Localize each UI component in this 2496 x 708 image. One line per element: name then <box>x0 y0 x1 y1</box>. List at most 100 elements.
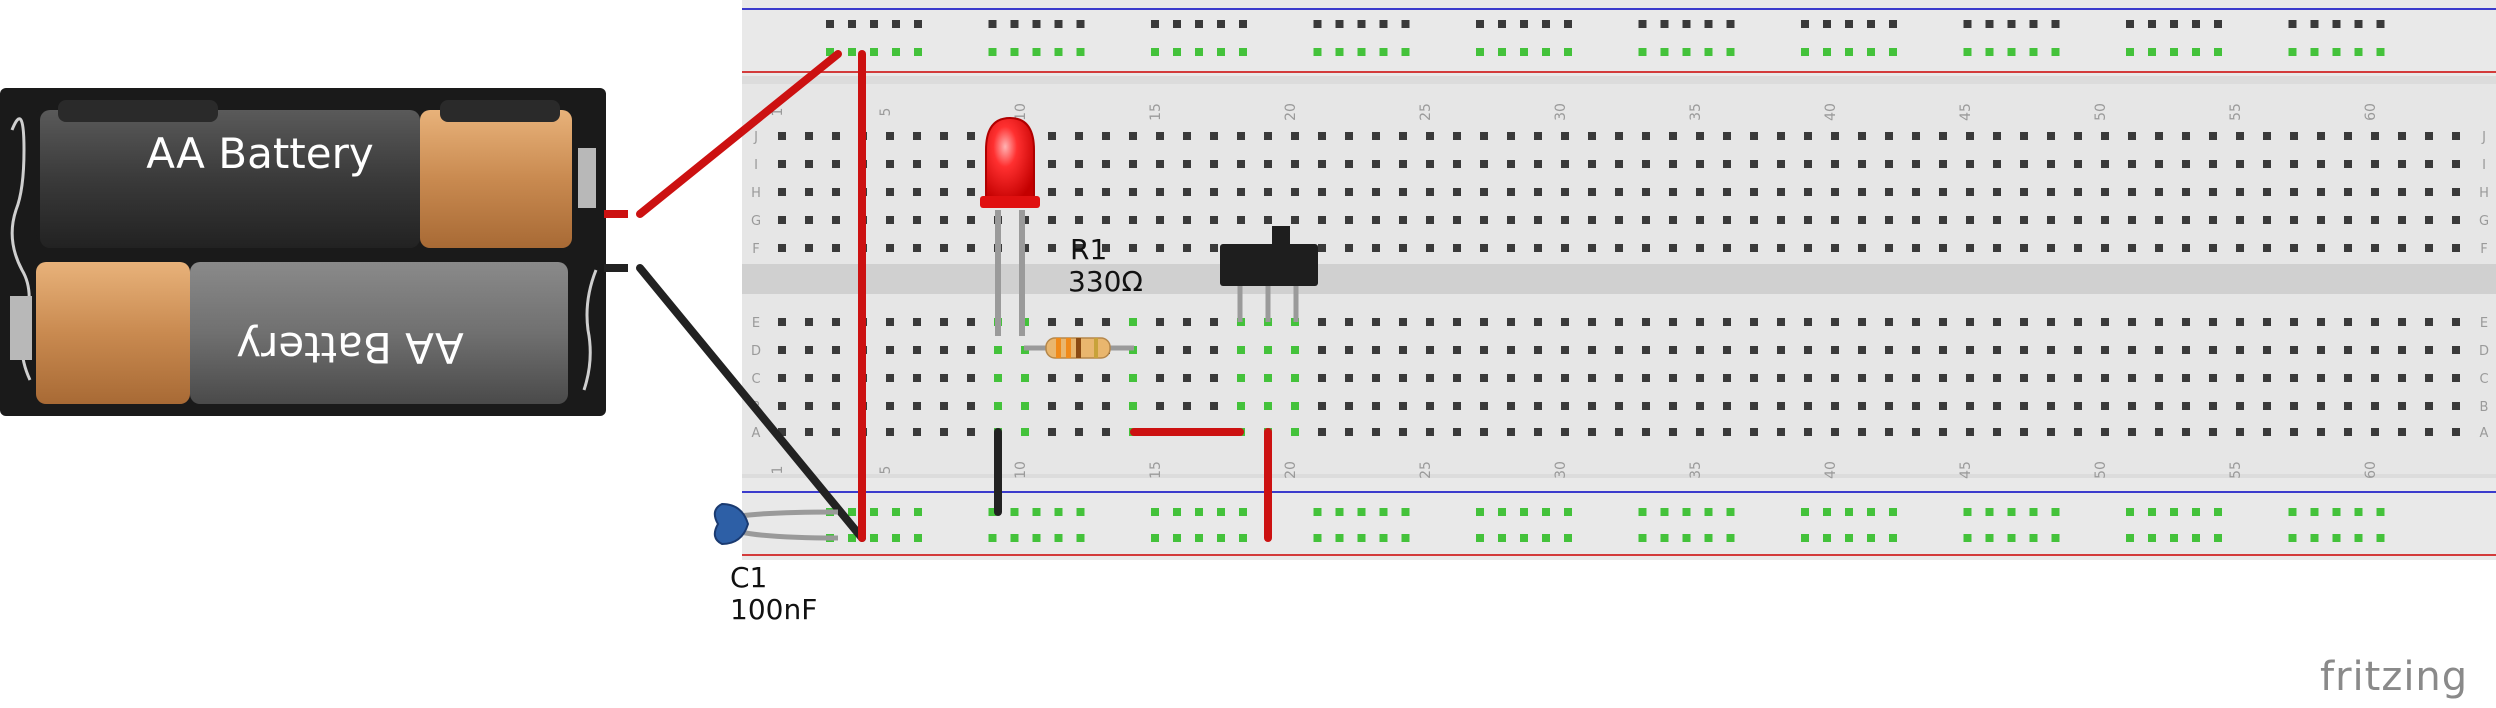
resistor <box>1024 337 1134 359</box>
breadboard-hole <box>1102 132 1110 140</box>
breadboard-hole <box>2101 188 2109 196</box>
rail-hole <box>1217 508 1225 516</box>
breadboard-hole <box>2290 216 2298 224</box>
rail-hole <box>1660 534 1669 542</box>
breadboard-hole <box>1696 428 1704 436</box>
breadboard-hole <box>2209 244 2217 252</box>
breadboard-hole <box>1669 160 1677 168</box>
rail-hole <box>892 20 900 28</box>
breadboard-hole <box>1048 160 1056 168</box>
rail-hole <box>1335 20 1344 28</box>
breadboard-hole <box>2209 216 2217 224</box>
breadboard-hole <box>1858 402 1866 410</box>
breadboard-hole <box>1480 216 1488 224</box>
breadboard-hole <box>2425 132 2433 140</box>
rail-hole <box>2170 508 2178 516</box>
breadboard-hole <box>1966 244 1974 252</box>
breadboard-hole <box>2263 346 2271 354</box>
rail-hole <box>892 534 900 542</box>
column-number-label: 45 <box>1958 461 1974 479</box>
breadboard-hole <box>2047 244 2055 252</box>
breadboard-hole <box>1912 244 1920 252</box>
breadboard-hole <box>1858 374 1866 382</box>
rail-hole <box>1239 20 1247 28</box>
breadboard-hole <box>2020 346 2028 354</box>
breadboard-hole <box>1534 318 1542 326</box>
breadboard-hole <box>805 244 813 252</box>
rail-hole <box>870 508 878 516</box>
breadboard-hole <box>2209 402 2217 410</box>
column-number-label: 55 <box>2228 103 2244 121</box>
breadboard-hole <box>2452 160 2460 168</box>
breadboard-hole <box>805 160 813 168</box>
breadboard-hole <box>2398 188 2406 196</box>
breadboard-hole <box>2344 132 2352 140</box>
rail-hole <box>1195 20 1203 28</box>
rail-hole <box>848 48 856 56</box>
breadboard-hole <box>1102 402 1110 410</box>
rail-hole <box>1239 48 1247 56</box>
breadboard-hole <box>1048 188 1056 196</box>
breadboard-hole <box>1345 188 1353 196</box>
rail-hole <box>2332 508 2341 516</box>
column-number-label: 30 <box>1553 103 1569 121</box>
breadboard-hole <box>2047 374 2055 382</box>
capacitor-value-label: 100nF <box>730 593 818 626</box>
rail-hole <box>914 508 922 516</box>
breadboard-hole <box>2290 374 2298 382</box>
breadboard-hole <box>1156 160 1164 168</box>
breadboard-hole <box>1075 318 1083 326</box>
rail-hole <box>1564 534 1572 542</box>
breadboard-hole <box>1318 244 1326 252</box>
breadboard-hole <box>2263 244 2271 252</box>
breadboard-hole <box>778 346 786 354</box>
breadboard-hole <box>1939 216 1947 224</box>
breadboard-hole <box>832 160 840 168</box>
row-letter-label: D <box>751 344 761 359</box>
breadboard-hole <box>1831 132 1839 140</box>
breadboard-hole <box>1885 244 1893 252</box>
breadboard-hole <box>2371 188 2379 196</box>
rail-hole <box>1823 534 1831 542</box>
breadboard-hole <box>1750 244 1758 252</box>
column-number-label: 1 <box>770 466 786 475</box>
breadboard-hole <box>1102 188 1110 196</box>
rail-hole <box>1726 508 1735 516</box>
breadboard-hole <box>1993 132 2001 140</box>
rail-hole <box>2376 20 2385 28</box>
breadboard-hole <box>1453 244 1461 252</box>
breadboard-hole <box>2236 188 2244 196</box>
breadboard-hole <box>1129 318 1137 326</box>
rail-hole <box>1726 20 1735 28</box>
breadboard-hole <box>940 216 948 224</box>
breadboard-hole <box>967 374 975 382</box>
rail-hole <box>1542 48 1550 56</box>
breadboard-hole <box>2101 160 2109 168</box>
breadboard-hole <box>2020 160 2028 168</box>
breadboard-hole <box>1426 346 1434 354</box>
breadboard-hole <box>2020 402 2028 410</box>
column-number-label: 40 <box>1823 103 1839 121</box>
breadboard-hole <box>1669 428 1677 436</box>
breadboard-hole <box>778 132 786 140</box>
breadboard-hole <box>2101 244 2109 252</box>
breadboard-hole <box>2452 346 2460 354</box>
breadboard-hole <box>2452 188 2460 196</box>
breadboard-hole <box>1075 428 1083 436</box>
breadboard-hole <box>1966 402 1974 410</box>
breadboard-hole <box>1993 346 2001 354</box>
battery-top-label: AA Battery <box>146 129 373 178</box>
breadboard-hole <box>2263 374 2271 382</box>
rail-hole <box>1173 508 1181 516</box>
breadboard-hole <box>1669 132 1677 140</box>
breadboard-hole <box>1804 244 1812 252</box>
breadboard-hole <box>1453 402 1461 410</box>
breadboard-hole <box>1534 374 1542 382</box>
capacitor-lead-1 <box>739 509 839 519</box>
breadboard-hole <box>1534 346 1542 354</box>
breadboard-hole <box>2209 160 2217 168</box>
resistor-ref-label: R1 <box>1070 233 1108 266</box>
rail-hole <box>1032 508 1041 516</box>
breadboard-hole <box>1480 244 1488 252</box>
